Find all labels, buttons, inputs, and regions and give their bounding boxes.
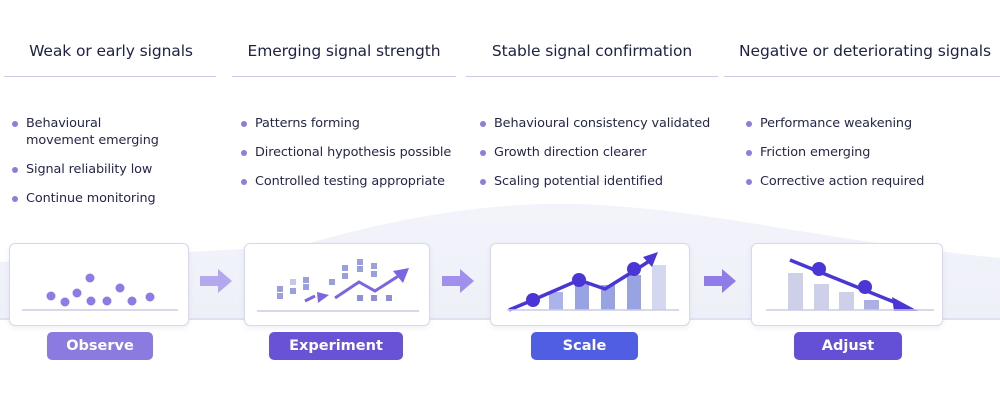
list-item: Behavioural consistency validated xyxy=(480,115,720,132)
rising-trend-chart-icon xyxy=(507,252,679,312)
adjust-illustration-card xyxy=(751,243,943,326)
header-divider xyxy=(724,76,1000,77)
list-item: Scaling potential identified xyxy=(480,173,720,190)
declining-trend-chart-icon xyxy=(766,258,934,311)
column-header-negative-signals: Negative or deteriorating signals xyxy=(739,42,991,60)
arrow-right-icon xyxy=(442,269,474,293)
list-item: Controlled testing appropriate xyxy=(241,173,461,190)
bullet-list-emerging-signal: Patterns forming Directional hypothesis … xyxy=(241,115,461,202)
list-item: Directional hypothesis possible xyxy=(241,144,461,161)
column-header-weak-signals: Weak or early signals xyxy=(29,42,193,60)
header-divider xyxy=(466,76,718,77)
list-item: Behavioural movement emerging xyxy=(12,115,172,149)
observe-illustration-card xyxy=(9,243,189,326)
observe-stage-button[interactable]: Observe xyxy=(47,332,153,360)
column-header-emerging-signal: Emerging signal strength xyxy=(247,42,441,60)
arrow-right-icon xyxy=(704,269,736,293)
header-divider xyxy=(4,76,216,77)
experiment-stage-button[interactable]: Experiment xyxy=(269,332,403,360)
scale-illustration-card xyxy=(490,243,690,326)
list-item: Performance weakening xyxy=(746,115,996,132)
experiment-illustration-card xyxy=(244,243,430,326)
scale-stage-button[interactable]: Scale xyxy=(531,332,638,360)
list-item: Friction emerging xyxy=(746,144,996,161)
list-item: Corrective action required xyxy=(746,173,996,190)
list-item: Signal reliability low xyxy=(12,161,222,178)
experiment-pattern-icon xyxy=(257,259,419,312)
bullet-list-negative-signals: Performance weakening Friction emerging … xyxy=(746,115,996,202)
arrow-right-icon xyxy=(200,269,232,293)
list-item: Continue monitoring xyxy=(12,190,222,207)
list-item: Patterns forming xyxy=(241,115,461,132)
list-item: Growth direction clearer xyxy=(480,144,720,161)
header-divider xyxy=(232,76,456,77)
column-header-stable-signal: Stable signal confirmation xyxy=(491,42,693,60)
bullet-list-weak-signals: Behavioural movement emerging Signal rel… xyxy=(12,115,222,219)
adjust-stage-button[interactable]: Adjust xyxy=(794,332,902,360)
scattered-dots-icon xyxy=(22,273,178,311)
bullet-list-stable-signal: Behavioural consistency validated Growth… xyxy=(480,115,720,202)
